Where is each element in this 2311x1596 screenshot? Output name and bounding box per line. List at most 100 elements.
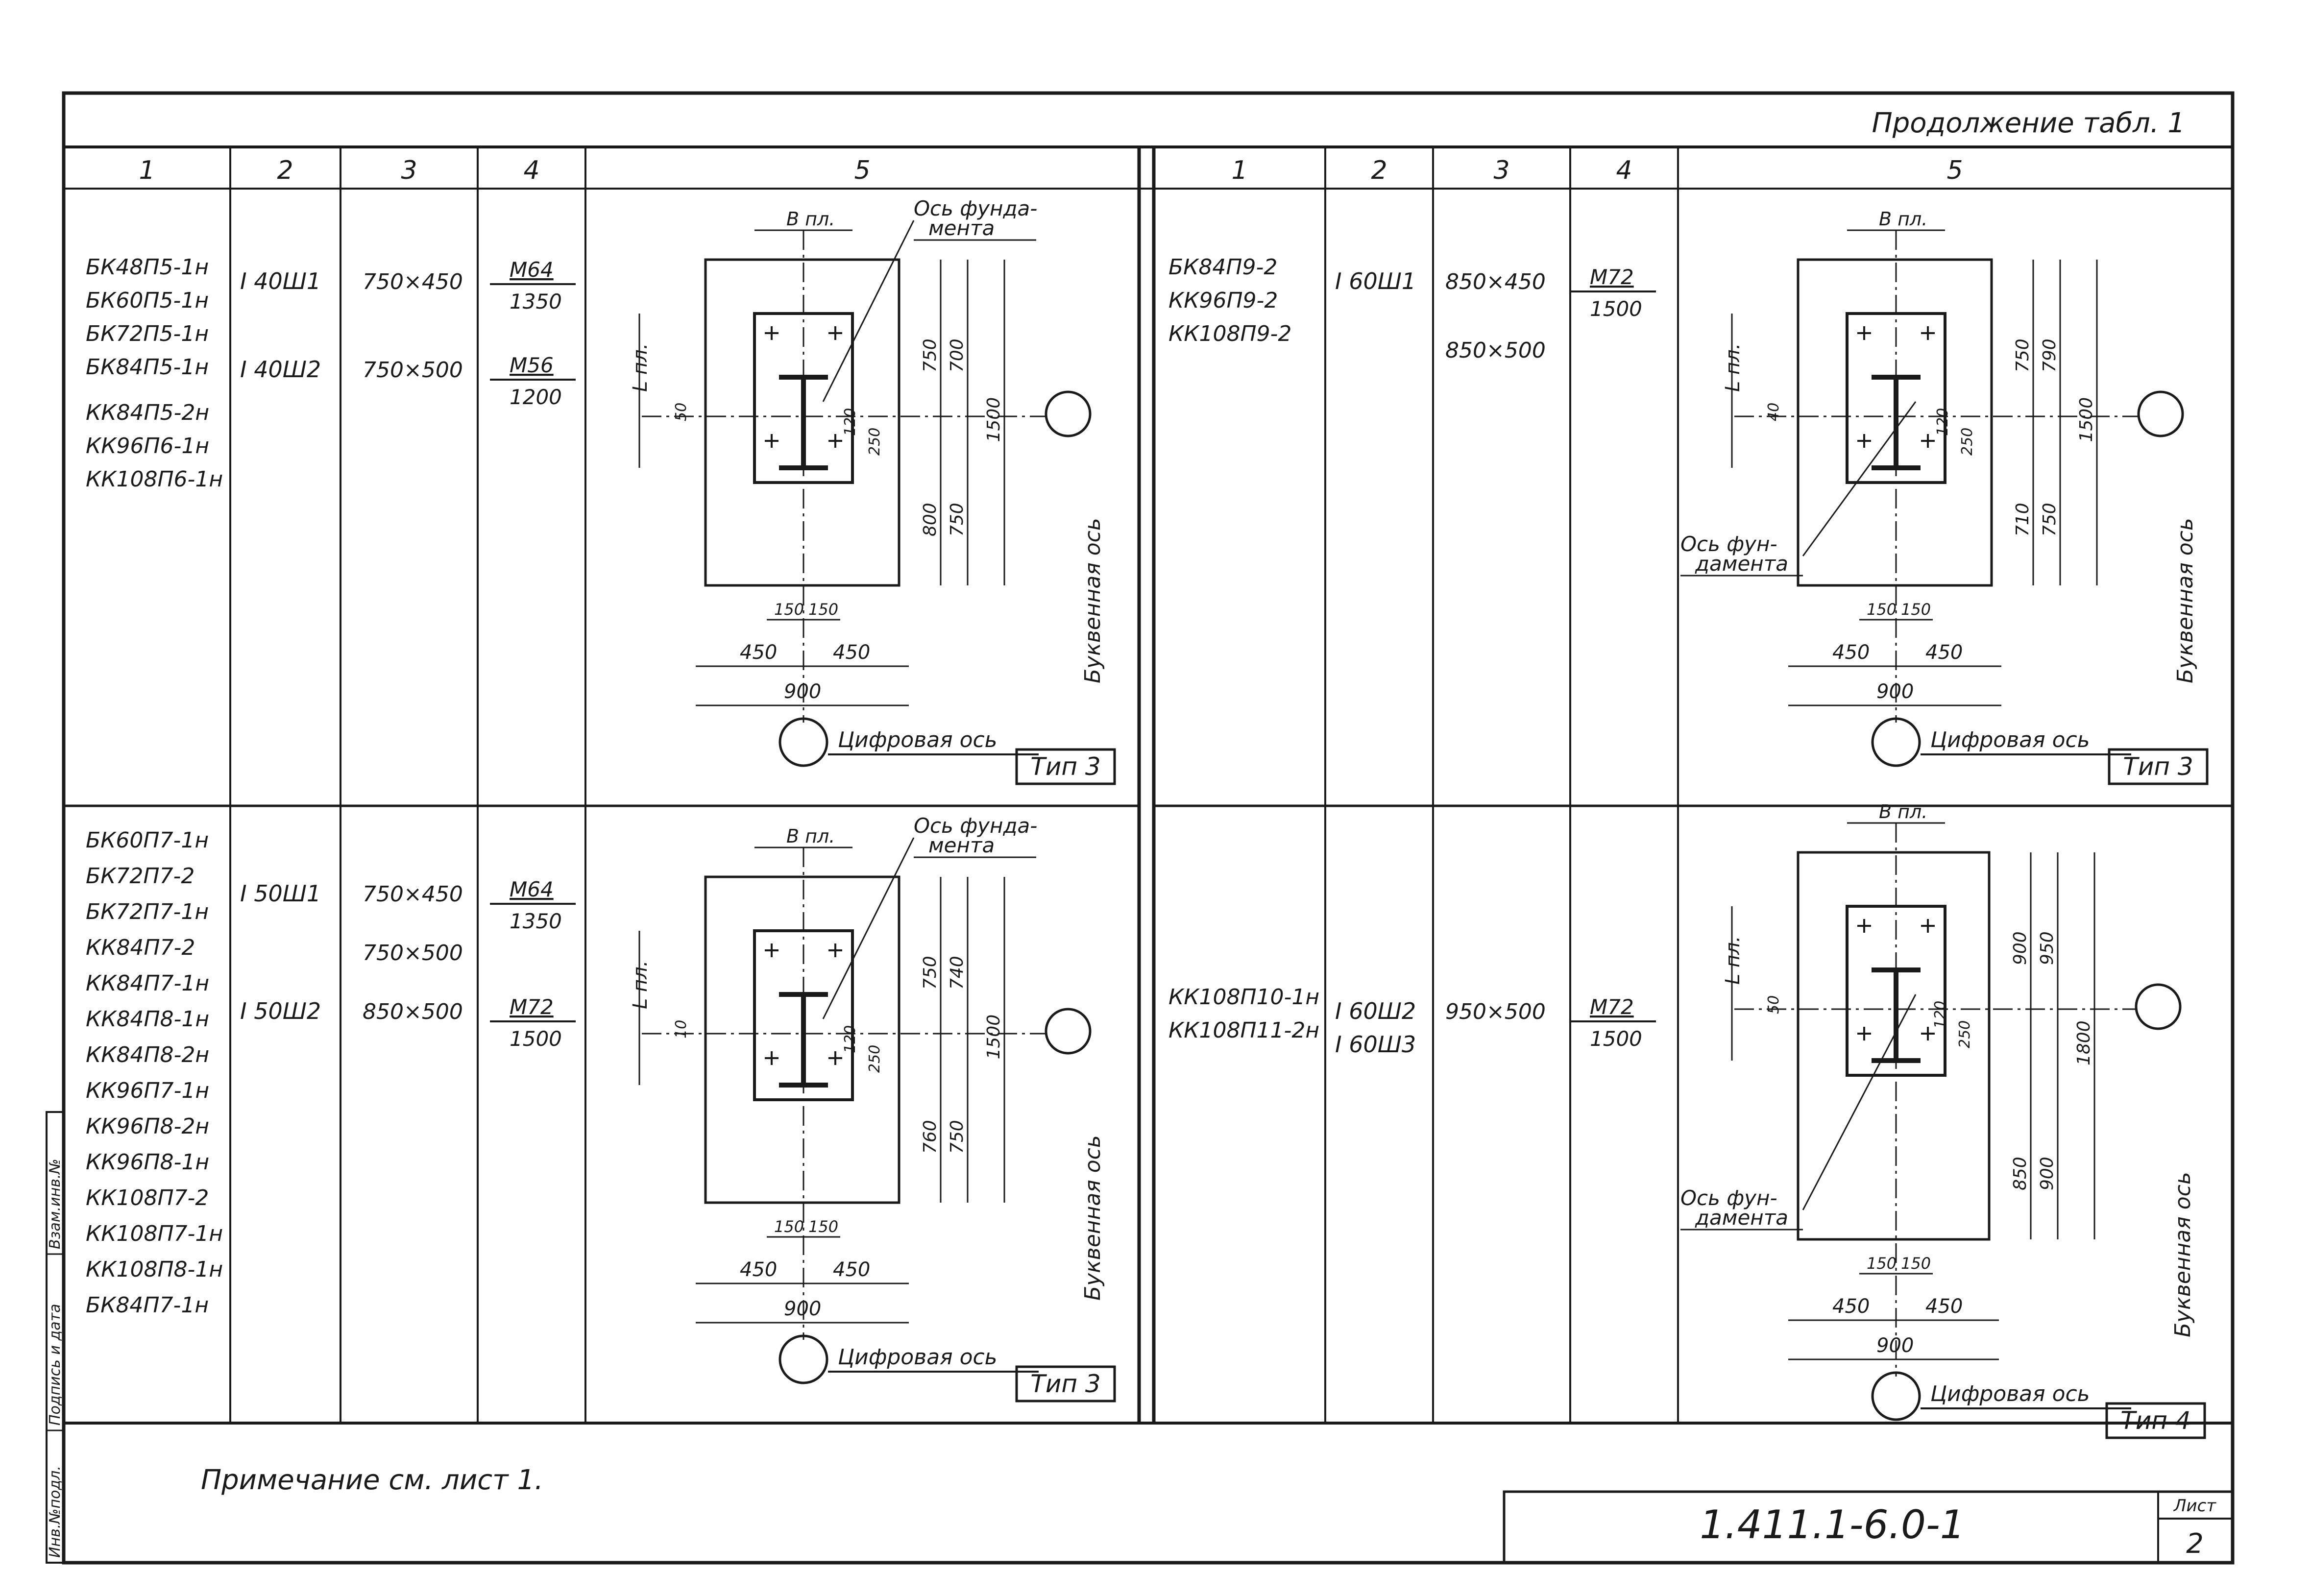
dim-bottom: 450 <box>1925 641 1963 664</box>
dim-bottom: 450 <box>740 641 777 664</box>
mark-label: КК84П5-2н <box>86 400 209 425</box>
letter-axis-label: Буквенная ось <box>2173 518 2198 683</box>
mark-label: БК84П7-1н <box>86 1293 209 1318</box>
size-label: 950×500 <box>1445 999 1546 1024</box>
dim-right: 950 <box>2037 931 2057 965</box>
dim-bottom: 150 <box>774 600 804 619</box>
dim-small: 120 <box>842 1025 859 1053</box>
col-header-5: 5 <box>854 156 870 185</box>
dim-bottom: 450 <box>1832 1295 1870 1318</box>
leader-line <box>1802 401 1917 556</box>
bolt-den: 1350 <box>510 290 562 314</box>
dim-right: 760 <box>920 1120 940 1154</box>
bolt-num: М72 <box>510 995 554 1019</box>
bolt-num: М64 <box>510 877 554 901</box>
dim-bottom: 150 <box>1901 1254 1931 1273</box>
col-header-2r: 2 <box>1371 156 1387 185</box>
mark-label: БК60П5-1н <box>86 288 209 313</box>
size-label: 850×450 <box>1445 269 1546 294</box>
leader-line <box>822 837 915 1019</box>
mark-label: БК72П7-1н <box>86 899 209 924</box>
dim-right: 750 <box>2040 503 2060 536</box>
dim-bottom: 150 <box>1867 1254 1897 1273</box>
dim-right: 1800 <box>2074 1020 2094 1065</box>
dim-bottom: 150 <box>1901 600 1931 619</box>
foundation-axis-label-2: дамента <box>1695 552 1788 576</box>
document-code: 1.411.1-6.0-1 <box>1700 1502 1965 1548</box>
dim-bottom: 450 <box>833 641 870 664</box>
dim-right: 900 <box>2010 931 2030 965</box>
mark-label: БК84П9-2 <box>1168 255 1277 280</box>
dim-right: 1500 <box>2076 397 2096 442</box>
dim-bottom: 450 <box>1925 1295 1963 1318</box>
type-label: Тип 3 <box>2123 752 2193 781</box>
dim-right: 900 <box>2037 1157 2057 1190</box>
foundation-outline <box>1797 851 1991 1241</box>
l-plate-label: L пл. <box>1722 936 1744 985</box>
mark-label: КК108П10-1н <box>1168 985 1319 1010</box>
dim-small: 50 <box>673 403 690 421</box>
mark-label: КК84П8-2н <box>86 1042 209 1067</box>
col-header-1r: 1 <box>1231 156 1247 185</box>
mark-label: БК48П5-1н <box>86 255 209 280</box>
letter-axis-bubble <box>1045 390 1092 437</box>
foundation-outline <box>1797 258 1993 587</box>
size-label: 750×450 <box>363 882 463 907</box>
mark-label: КК108П8-1н <box>86 1257 223 1282</box>
mark-label: БК72П5-1н <box>86 321 209 346</box>
dim-right: 750 <box>920 956 940 990</box>
dim-small: 40 <box>1765 403 1782 421</box>
dim-bottom: 450 <box>1832 641 1870 664</box>
profile-label: I 60Ш3 <box>1335 1031 1416 1058</box>
dim-bottom: 450 <box>740 1258 777 1281</box>
dim-small: 250 <box>866 428 883 456</box>
col-header-2: 2 <box>277 156 293 185</box>
mark-label: КК108П6-1н <box>86 467 223 492</box>
dim-bottom: 450 <box>833 1258 870 1281</box>
sheet-label: Лист <box>2173 1496 2216 1516</box>
letter-axis-bubble <box>2137 390 2184 437</box>
mark-label: КК96П8-1н <box>86 1150 209 1175</box>
dim-right: 800 <box>920 503 940 536</box>
mark-label: КК84П7-2 <box>86 935 195 960</box>
l-plate-label: L пл. <box>629 343 652 392</box>
profile-label: I 50Ш2 <box>240 998 321 1024</box>
dim-right: 750 <box>947 503 967 536</box>
mark-label: БК84П5-1н <box>86 355 209 380</box>
size-label: 750×500 <box>363 941 463 966</box>
digit-axis-label: Цифровая ось <box>838 1345 997 1370</box>
leader-line <box>1802 994 1917 1210</box>
dim-right: 1500 <box>984 1015 1004 1060</box>
side-stamp <box>46 1111 65 1564</box>
b-plate-label: B пл. <box>1879 801 1927 822</box>
foundation-axis-label-2: мента <box>928 216 995 240</box>
digit-axis-bubble <box>1871 717 1921 767</box>
mark-label: БК60П7-1н <box>86 828 209 853</box>
b-plate-label: B пл. <box>786 825 835 847</box>
dim-right: 710 <box>2013 503 2033 536</box>
letter-axis-label: Буквенная ось <box>1080 518 1105 683</box>
letter-axis-label: Буквенная ось <box>1080 1135 1105 1301</box>
mark-label: КК96П9-2 <box>1168 288 1278 313</box>
col-header-4r: 4 <box>1616 156 1632 185</box>
mark-label: КК84П8-1н <box>86 1007 209 1032</box>
col-header-4: 4 <box>523 156 539 185</box>
bolt-num: М72 <box>1590 995 1634 1019</box>
bolt-den: 1500 <box>1590 1027 1642 1051</box>
dim-right: 740 <box>947 956 967 990</box>
note-text: Примечание см. лист 1. <box>201 1464 543 1496</box>
table-cell-group: БК60П7-1нБК72П7-2БК72П7-1нКК84П7-2КК84П7… <box>86 814 1116 1403</box>
continuation-caption: Продолжение табл. 1 <box>1872 107 2185 139</box>
dim-right: 750 <box>2013 339 2033 372</box>
dim-bottom: 900 <box>1876 680 1914 703</box>
dim-right: 790 <box>2040 339 2060 372</box>
dim-bottom: 900 <box>1876 1334 1914 1357</box>
dim-right: 700 <box>947 339 967 372</box>
leader-line <box>822 220 915 402</box>
col-header-3r: 3 <box>1493 156 1509 185</box>
type-label: Тип 4 <box>2120 1406 2190 1435</box>
size-label: 750×450 <box>363 269 463 294</box>
dim-bottom: 150 <box>808 1217 838 1236</box>
